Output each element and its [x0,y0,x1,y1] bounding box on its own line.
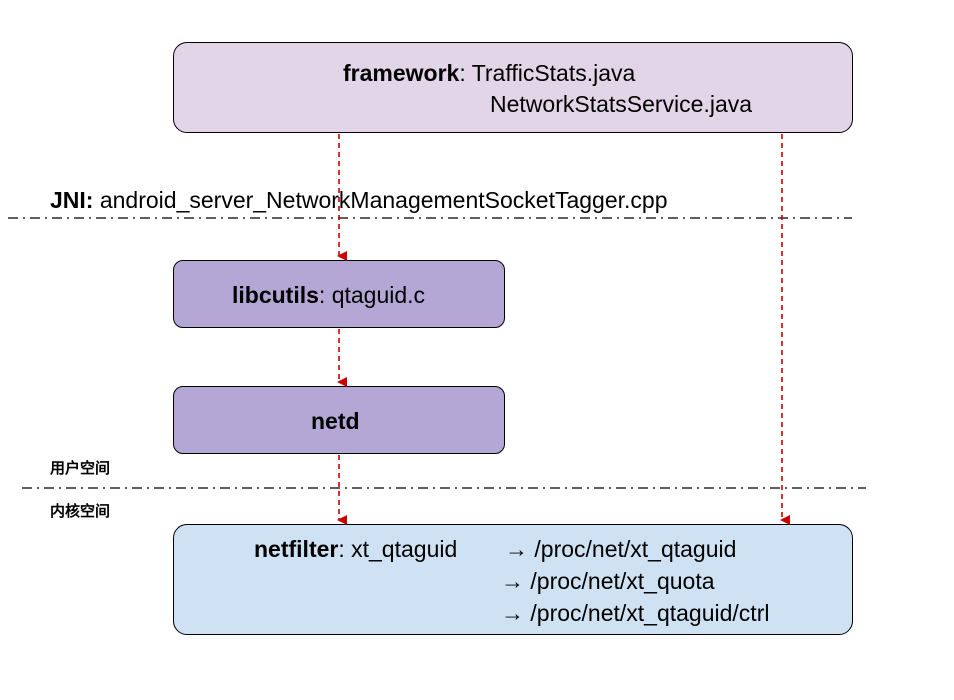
netfilter-box [173,524,853,635]
proc-path-qtaguid: → /proc/net/xt_qtaguid [505,536,737,562]
libcutils-box [173,260,505,328]
proc-path-quota: → /proc/net/xt_quota [501,568,715,594]
proc-path-qtaguid-ctrl: → /proc/net/xt_qtaguid/ctrl [501,600,770,626]
framework-label: framework [343,60,460,86]
libcutils-sep: : [318,282,332,308]
netfilter-label: netfilter [254,536,339,562]
jni-file: android_server_NetworkManagementSocketTa… [99,187,668,213]
framework-box [173,42,853,133]
netd-label: netd [311,408,360,434]
jni-label: JNI: [50,187,94,213]
netd-box [173,386,505,454]
user-space-label: 用户空间 [50,459,111,477]
netfilter-sep: : [338,536,352,562]
kernel-space-label: 内核空间 [50,502,111,520]
libcutils-line: libcutils: qtaguid.c [232,284,425,307]
framework-line1: framework: TrafficStats.java [343,62,635,85]
netfilter-line1: netfilter: xt_qtaguid [254,538,457,561]
framework-file-networkstatsservice: NetworkStatsService.java [490,91,753,117]
framework-file-trafficstats: TrafficStats.java [471,60,636,86]
libcutils-file: qtaguid.c [331,282,426,308]
netfilter-module: xt_qtaguid [351,536,458,562]
libcutils-label: libcutils [232,282,319,308]
jni-line: JNI: android_server_NetworkManagementSoc… [50,189,668,212]
framework-sep: : [459,60,472,86]
